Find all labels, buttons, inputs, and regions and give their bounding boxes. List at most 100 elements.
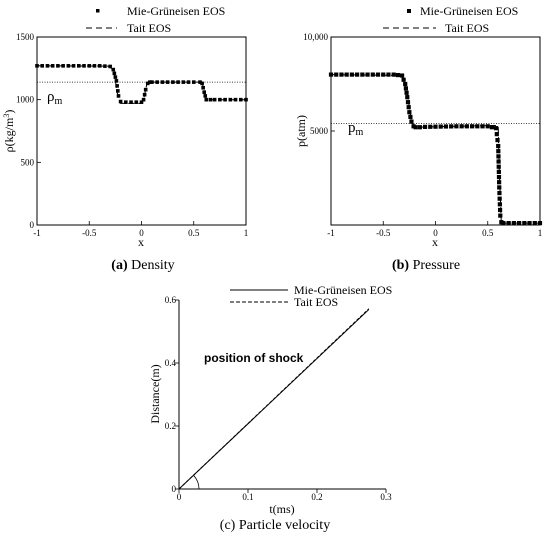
series-mie-gr-neisen-eos-marker [112,71,117,76]
x-tick-label: 0.2 [311,492,322,502]
legend-pressure: Mie-Grüneisen EOS Tait EOS [383,4,518,35]
series-mie-gr-neisen-eos-marker [113,75,118,79]
x-tick-label: 0.1 [242,492,253,502]
x-tick-label: 0.5 [188,228,200,238]
series-mie-gr-neisen-eos-marker [244,97,248,102]
caption-particle-velocity: (c) Particle velocity [220,518,330,533]
x-tick-label: -0.5 [376,228,391,238]
series-mie-gr-neisen-eos-marker [223,97,227,102]
series-mie-gr-neisen-eos-marker [485,124,490,129]
legend-label-tait: Tait EOS [127,21,171,35]
series-mie-gr-neisen-eos-marker [501,221,506,226]
panel-density: Mie-Grüneisen EOS Tait EOS ρm ρ(kg/m3) x… [2,4,248,273]
x-tick-label: 0.3 [380,492,392,502]
series-mie-gr-neisen-eos-marker [198,80,202,84]
series-mie-gr-neisen-eos-marker [494,132,499,137]
series-mie-gr-neisen-eos-marker [496,174,502,180]
legend-label-mie: Mie-Grüneisen EOS [127,4,225,18]
x-tick-label: 1 [538,228,543,238]
series-mie-gr-neisen-eos-marker [395,72,400,78]
series-mie-gr-neisen-eos-marker [103,64,107,68]
series-mie-gr-neisen-eos-marker [202,90,206,94]
y-tick-label: 5000 [310,126,329,136]
series-mie-gr-neisen-eos-marker [480,124,485,129]
legend-label-tait: Tait EOS [294,295,338,309]
legend-label-mie: Mie-Grüneisen EOS [294,283,392,297]
series-mie-gr-neisen-eos-marker [141,97,146,102]
angle-arc [193,475,200,490]
annotation-p-m: pm [348,120,364,138]
y-axis-label-density: ρ(kg/m3) [2,110,16,153]
series-mie-gr-neisen-eos-marker [150,80,154,84]
panel-shock-position: Mie-Grüneisen EOS Tait EOS position of s… [148,283,392,533]
y-tick-label: 1500 [16,32,35,42]
y-axis-label-pressure: p(atm) [294,115,308,147]
series-mie-gr-neisen-eos-marker [406,105,411,110]
legend-shock: Mie-Grüneisen EOS Tait EOS [230,283,392,309]
x-axis-label-time: t(ms) [269,502,294,516]
x-tick-label: 1 [244,228,249,238]
y-tick-label: 500 [21,157,35,167]
series-mie-gr-neisen-eos-marker [403,81,408,87]
y-axis-label-distance: Distance(m) [148,364,162,423]
series-mie-gr-neisen-eos-marker [386,72,391,77]
series-mie-gr-neisen-eos-marker [139,100,144,104]
caption-pressure: (b) Pressure [392,258,460,273]
series-mie-gr-neisen-eos-marker [497,202,502,207]
y-tick-label: 0.6 [165,295,177,305]
x-axis-label-density: x [138,235,144,249]
series-mie-gr-neisen-eos-marker [454,124,459,129]
series-mie-gr-neisen-eos-marker [233,97,238,102]
panel-pressure: Mie-Grüneisen EOS Tait EOS pm p(atm) x (… [294,4,542,273]
series-mie-gr-neisen-eos-marker [496,164,501,169]
annotation-rho-m: ρm [47,89,63,107]
x-tick-label: 0 [433,228,438,238]
series-mie-gr-neisen-eos-marker [497,190,502,196]
series-mie-gr-neisen-eos-marker [405,100,411,105]
series-tait-eos-line [36,65,246,104]
series-mie-gr-neisen-eos-marker [497,207,503,213]
series-mie-gr-neisen-eos-marker [497,185,502,190]
series-mie-gr-neisen-eos-marker [498,213,503,218]
legend-density: Mie-Grüneisen EOS Tait EOS [86,4,225,35]
x-tick-label: -0.5 [82,228,97,238]
series-mie-gr-neisen-eos-marker [417,125,422,130]
y-tick-label: 0 [30,220,35,230]
series-mie-gr-neisen-eos-marker [204,97,209,102]
caption-density: (a) Density [111,258,174,273]
series-mie-gr-neisen-eos-marker [82,64,86,68]
series-mie-gr-neisen-eos-marker [143,87,148,92]
series-tait-eos-line [330,74,540,224]
series-mie-gr-neisen-eos-marker [532,221,537,226]
series-mie-gr-neisen-eos-marker [381,72,386,77]
x-tick-label: 0.5 [482,228,494,238]
series-mie-gr-neisen-eos-marker [494,126,499,131]
series-mie-gr-neisen-eos-marker [116,89,120,93]
y-tick-label: 0.4 [165,358,177,368]
series-mie-gr-neisen-eos-marker [114,79,119,83]
series-mie-gr-neisen-eos-marker [118,99,123,104]
series-mie-gr-neisen-eos-marker [92,64,97,68]
y-tick-label: 10,000 [303,32,328,42]
series-mie-gr-neisen-eos-marker [496,143,501,149]
series-mie-gr-neisen-eos-marker [495,137,500,143]
series-mie-gr-neisen-eos-marker [496,154,501,159]
y-tick-label: 0.2 [165,421,176,431]
series-mie-gr-neisen-eos-marker [497,196,502,201]
series-mie-gr-neisen-eos-marker [391,72,396,77]
series-mie-gr-neisen-eos-marker [475,124,480,129]
x-tick-label: -1 [33,228,41,238]
series-mie-gr-neisen-eos-marker [115,84,119,88]
series-mie-gr-neisen-eos-marker [489,125,495,130]
series-mie-gr-neisen-eos-marker [497,180,502,185]
series-mie-gr-neisen-eos-marker [171,80,175,84]
series-mie-gr-neisen-eos-marker [71,64,76,68]
y-tick-label: 1000 [16,95,35,105]
series-mie-gr-neisen-eos-marker [464,124,469,129]
series-mie-gr-neisen-eos-marker [375,72,381,77]
series-mie-gr-neisen-eos-marker [522,221,527,226]
series-mie-gr-neisen-eos-marker [134,100,139,104]
legend-label-tait: Tait EOS [445,21,489,35]
